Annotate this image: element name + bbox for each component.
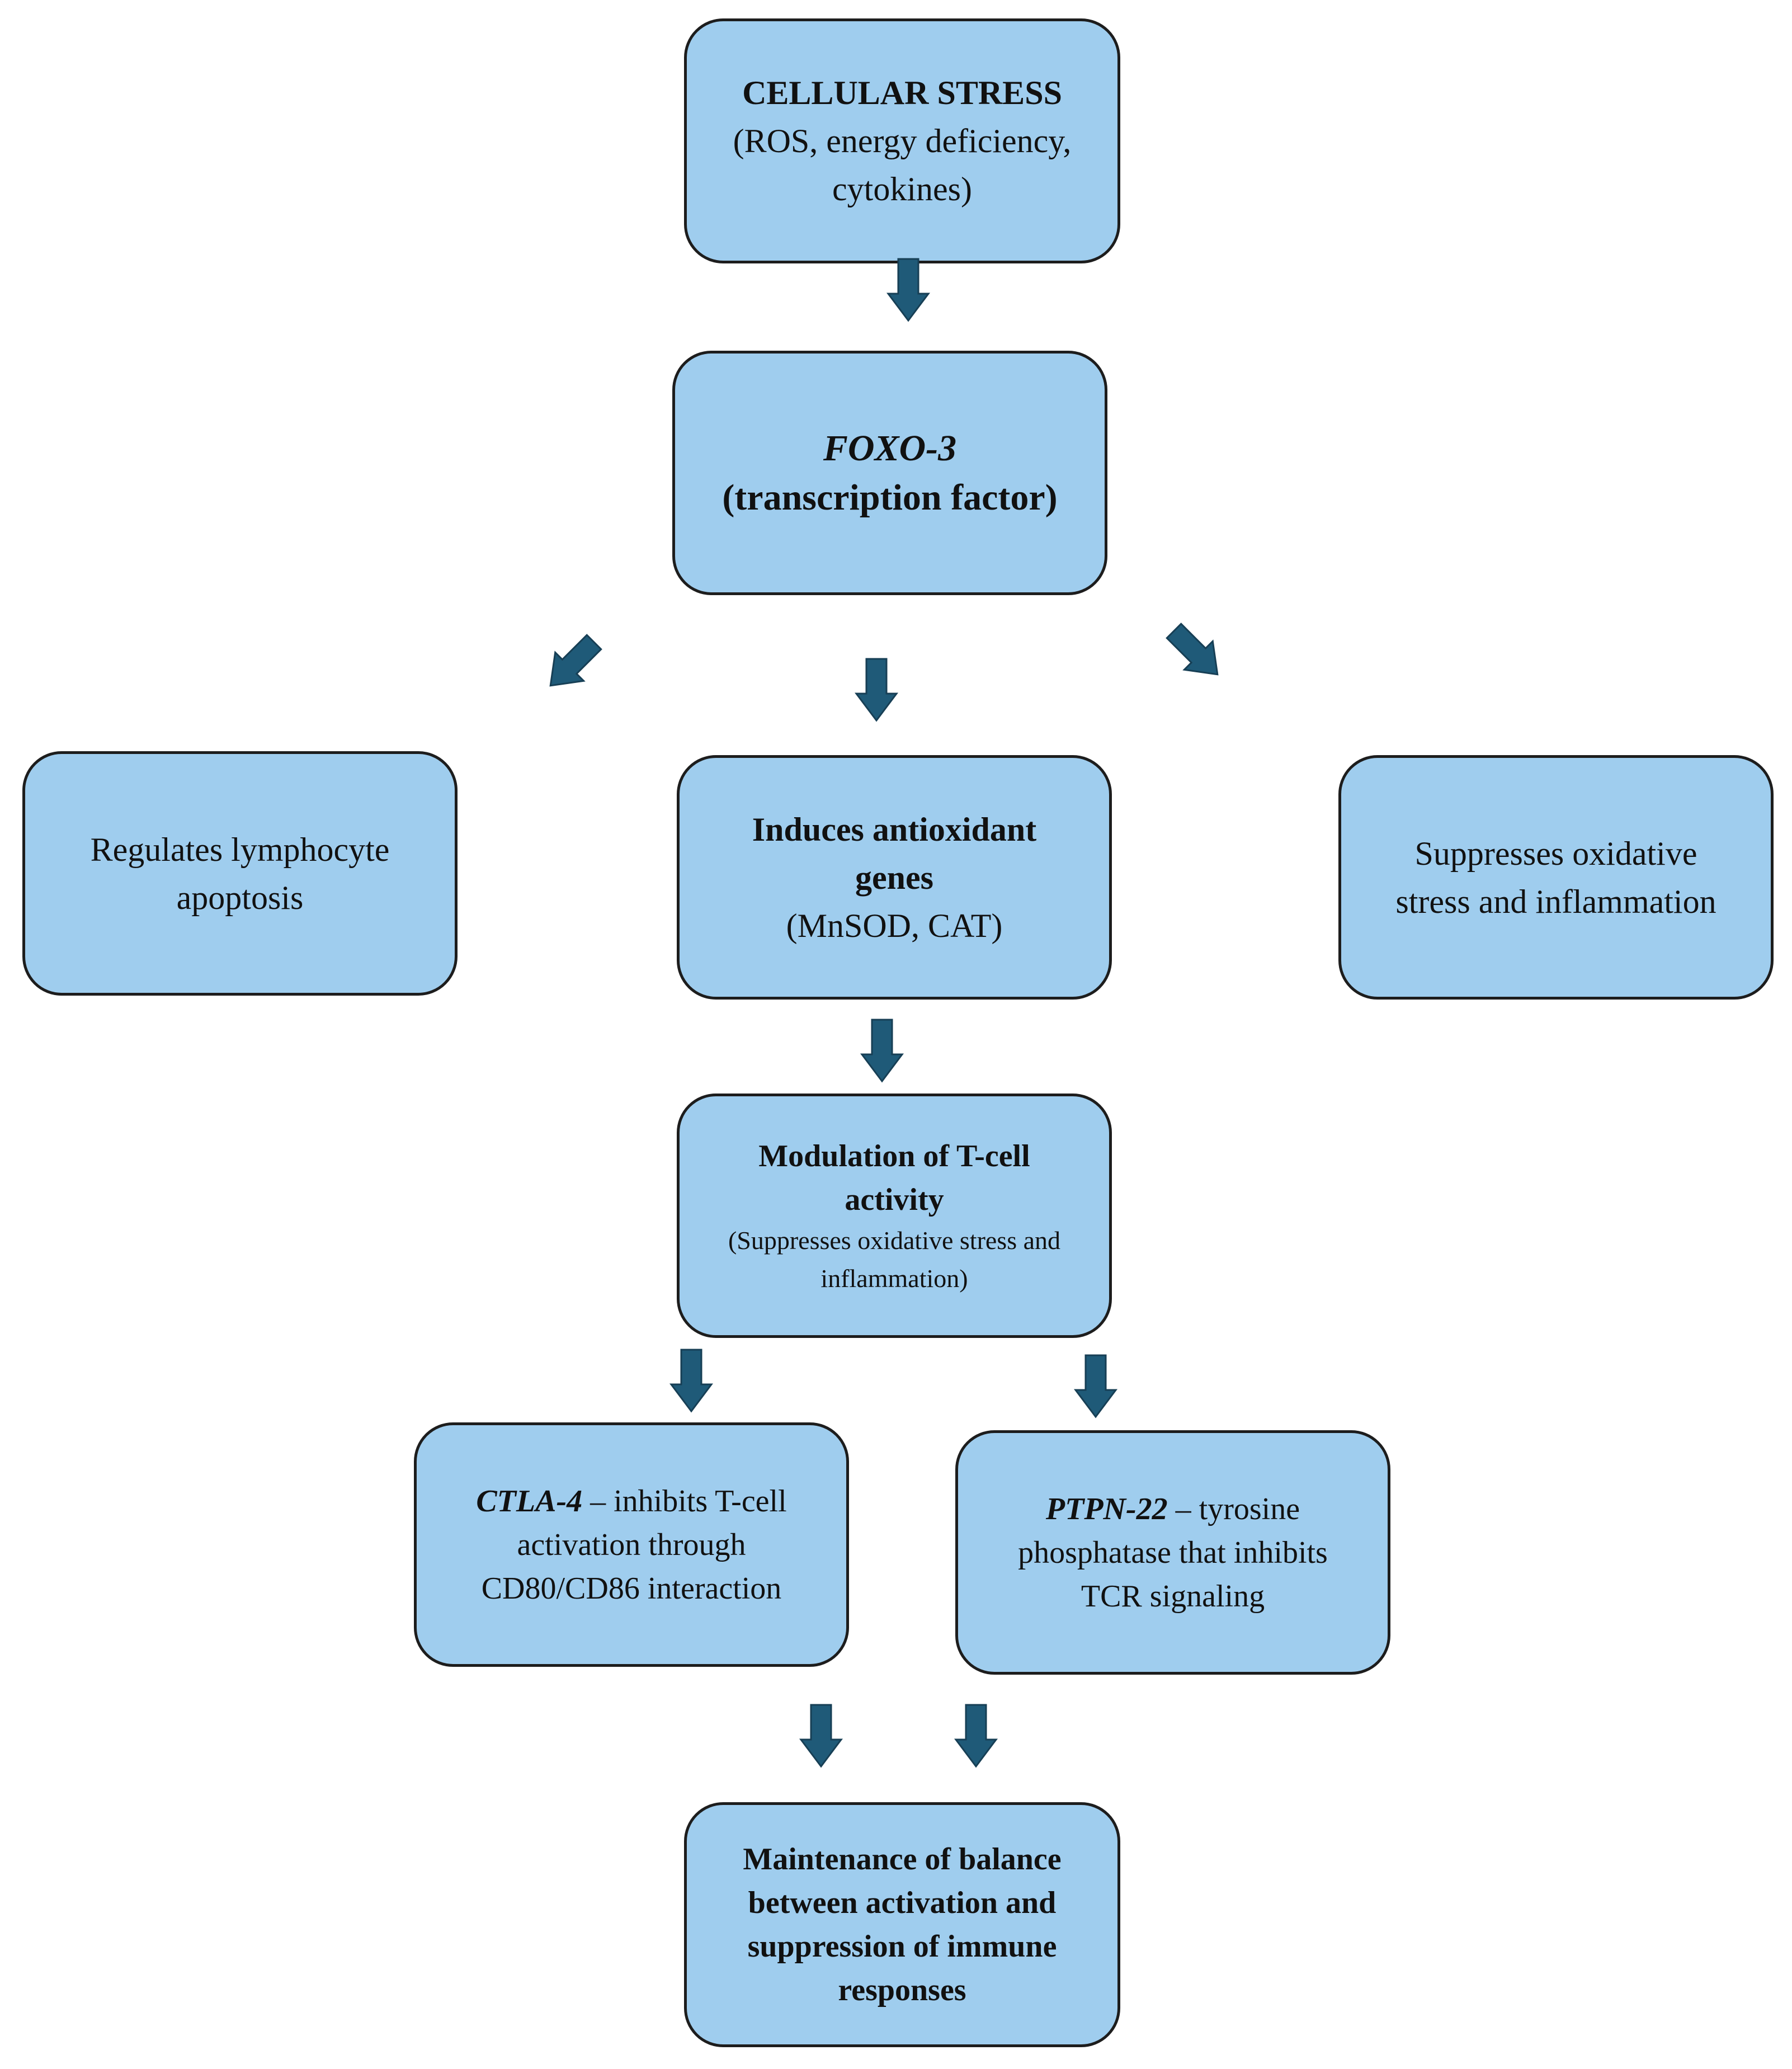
node-foxo3-role: (transcription factor) [722,477,1058,518]
node-cellular-stress-detail: (ROS, energy deficiency, cytokines) [733,122,1072,208]
node-immune-balance: Maintenance of balance between activatio… [684,1802,1120,2047]
arrow-antioxidant-to-tcell [860,1019,904,1083]
node-ctla4-text-wrap: CTLA-4 – inhibits T-cell activation thro… [456,1479,807,1610]
node-foxo3: FOXO-3 (transcription factor) [672,351,1107,595]
node-ptpn22-text: – tyrosine phosphatase that inhibits TCR… [1018,1491,1328,1614]
node-ctla4: CTLA-4 – inhibits T-cell activation thro… [414,1422,849,1667]
node-lymphocyte-apoptosis-text: Regulates lymphocyte apoptosis [90,831,390,916]
node-lymphocyte-apoptosis: Regulates lymphocyte apoptosis [22,751,458,996]
node-cellular-stress: CELLULAR STRESS (ROS, energy deficiency,… [684,18,1120,263]
node-foxo3-gene: FOXO-3 [823,427,957,469]
arrow-ptpn22-to-balance [954,1704,998,1768]
arrow-ctla4-to-balance [799,1704,843,1768]
node-ptpn22-gene: PTPN-22 [1045,1491,1168,1526]
node-antioxidant-genes-detail: (MnSOD, CAT) [786,907,1003,944]
arrow-foxo3-to-antioxidant [855,658,898,722]
node-tcell-modulation-title: Modulation of T-cell activity [758,1138,1030,1217]
node-ctla4-text: – inhibits T-cell activation through CD8… [481,1483,787,1606]
node-suppresses-oxidative-stress-text: Suppresses oxidative stress and inflamma… [1395,835,1716,920]
node-antioxidant-genes-title: Induces antioxidant genes [752,810,1037,896]
node-suppresses-oxidative-stress: Suppresses oxidative stress and inflamma… [1338,755,1774,1000]
arrow-foxo3-to-apoptosis [549,634,602,687]
node-immune-balance-title: Maintenance of balance between activatio… [743,1842,1062,2007]
node-ptpn22: PTPN-22 – tyrosine phosphatase that inhi… [955,1430,1390,1675]
node-ctla4-gene: CTLA-4 [476,1483,583,1519]
arrow-tcell-to-ptpn22 [1074,1354,1117,1418]
node-ptpn22-text-wrap: PTPN-22 – tyrosine phosphatase that inhi… [997,1487,1348,1618]
node-cellular-stress-title: CELLULAR STRESS [742,74,1062,111]
node-tcell-modulation: Modulation of T-cell activity (Suppresse… [677,1094,1112,1338]
node-tcell-modulation-detail: (Suppresses oxidative stress and inflamm… [728,1226,1061,1293]
arrow-stress-to-foxo3 [886,258,930,322]
arrow-foxo3-to-suppresses [1166,623,1219,676]
node-antioxidant-genes: Induces antioxidant genes (MnSOD, CAT) [677,755,1112,1000]
arrow-tcell-to-ctla4 [669,1349,713,1413]
